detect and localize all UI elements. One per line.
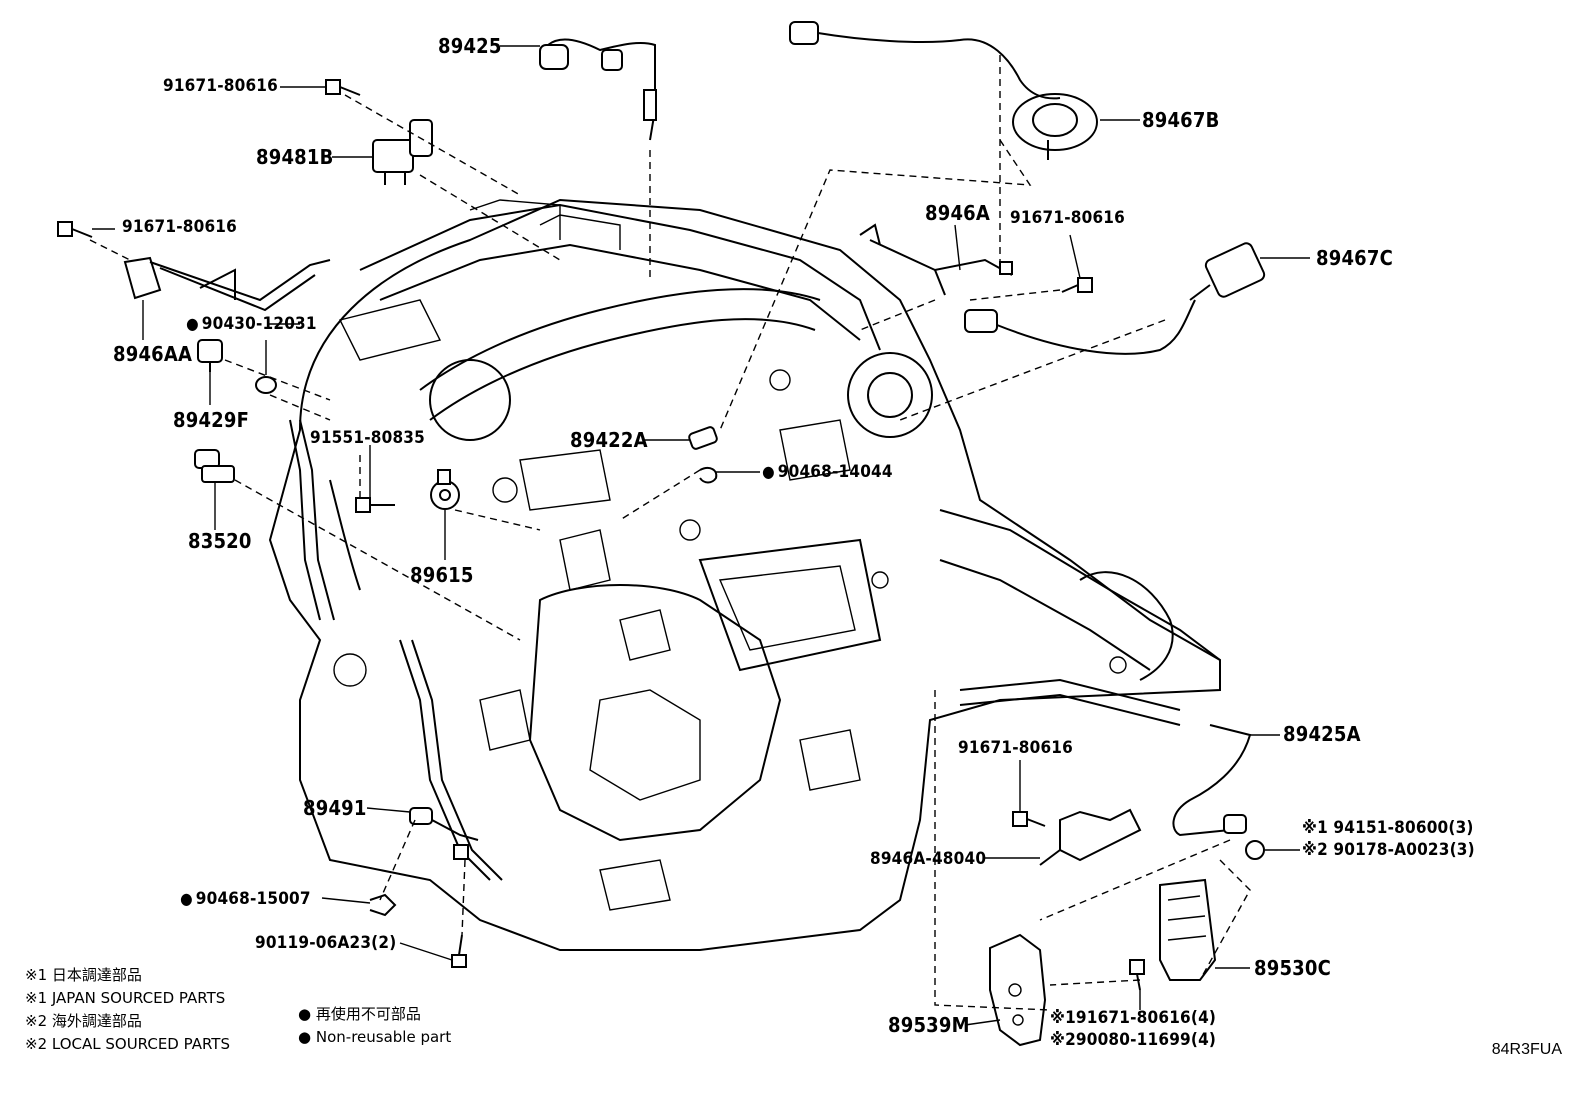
leader-lines (92, 45, 1310, 1026)
non-reusable-dot: ● (298, 1028, 312, 1046)
sensor-89481B-shape (372, 119, 433, 185)
label-89539M[interactable]: 89539M (888, 1013, 970, 1037)
label-90430-12031-text: 90430-12031 (201, 314, 317, 334)
label-89422A[interactable]: 89422A (570, 428, 648, 452)
label-89481B[interactable]: 89481B (256, 145, 334, 169)
legend-nonreusable-en-text: Non-reusable part (315, 1028, 452, 1046)
label-89491[interactable]: 89491 (303, 796, 367, 820)
sensor-89425A-shape (1172, 724, 1252, 837)
label-89429F[interactable]: 89429F (173, 408, 250, 432)
legend-nonreusable-en: ● Non-reusable part (298, 1030, 451, 1045)
sensor-89467B-shape (789, 21, 1098, 160)
bracket-8946A-48040-shape (1039, 808, 1142, 866)
label-90468-15007-text: 90468-15007 (195, 889, 311, 909)
label-91671-80616-c[interactable]: 91671-80616 (1010, 208, 1125, 228)
sensor-89491-shape (409, 807, 479, 860)
label-90468-14044-text: 90468-14044 (777, 462, 893, 482)
label-94151-80600[interactable]: ※1 94151-80600(3) (1302, 818, 1474, 838)
label-90119-06A23[interactable]: 90119-06A23(2) (255, 933, 397, 953)
label-89425[interactable]: 89425 (438, 34, 502, 58)
label-91671-80616-a[interactable]: 91671-80616 (163, 76, 278, 96)
bolt-91671-e-shape (1129, 959, 1145, 991)
non-reusable-dot: ● (762, 462, 775, 481)
label-91671-80616-b[interactable]: 91671-80616 (122, 217, 237, 237)
bolt-91671-c-shape (1061, 277, 1093, 293)
label-91671-80616-d[interactable]: 91671-80616 (958, 738, 1073, 758)
label-89615[interactable]: 89615 (410, 563, 474, 587)
label-89425A[interactable]: 89425A (1283, 722, 1361, 746)
label-90080-11699[interactable]: ※290080-11699(4) (1050, 1030, 1217, 1050)
non-reusable-dot: ● (180, 889, 193, 908)
engine-block (268, 198, 1221, 951)
label-89467B[interactable]: 89467B (1142, 108, 1220, 132)
legend-local-sourced-ja: ※2 海外調達部品 (25, 1012, 142, 1030)
sensor-89425-shape (539, 38, 657, 141)
nut-94151-shape (1245, 840, 1265, 860)
label-90468-14044[interactable]: ●90468-14044 (762, 464, 893, 481)
non-reusable-dot: ● (186, 314, 199, 333)
legend-nonreusable-ja: ● 再使用不可部品 (298, 1007, 421, 1022)
sensor-89422A-shape (688, 426, 718, 484)
bracket-89539M-shape (989, 933, 1047, 1047)
bolt-91671-d-shape (1012, 811, 1046, 827)
clip-90468-15007-shape (369, 893, 397, 917)
legend-japan-sourced-en: ※1 JAPAN SOURCED PARTS (25, 989, 226, 1007)
switch-83520-shape (194, 449, 235, 483)
bolt-91671-a-shape (325, 79, 361, 96)
legend-japan-sourced-ja: ※1 日本調達部品 (25, 966, 142, 984)
label-91671-80616-e[interactable]: ※191671-80616(4) (1050, 1008, 1217, 1028)
label-90468-15007[interactable]: ●90468-15007 (180, 891, 311, 908)
sensor-89615-shape (355, 469, 460, 513)
label-89467C[interactable]: 89467C (1316, 246, 1394, 270)
label-8946A-48040[interactable]: 8946A-48040 (870, 849, 987, 869)
label-90178-A0023[interactable]: ※2 90178-A0023(3) (1302, 840, 1475, 860)
sensor-89429F-shape (197, 339, 223, 372)
sensor-89467C-shape (964, 242, 1266, 355)
dashed-lines (89, 55, 1251, 1011)
label-90430-12031[interactable]: ●90430-12031 (186, 316, 317, 333)
gasket-90430-shape (255, 376, 277, 394)
label-8946AA[interactable]: 8946AA (113, 342, 193, 366)
ecu-89530C-shape (1159, 878, 1217, 981)
label-89530C[interactable]: 89530C (1254, 956, 1332, 980)
bracket-8946A-shape (859, 223, 1013, 296)
diagram-code: 84R3FUA (1491, 1041, 1562, 1058)
legend-nonreusable-ja-text: 再使用不可部品 (315, 1005, 421, 1023)
legend-local-sourced-en: ※2 LOCAL SOURCED PARTS (25, 1035, 230, 1053)
bracket-8946AA-shape (123, 256, 331, 312)
label-83520[interactable]: 83520 (188, 529, 252, 553)
label-8946A[interactable]: 8946A (925, 201, 991, 225)
bolt-90119-shape (451, 934, 467, 968)
non-reusable-dot: ● (298, 1005, 312, 1023)
bolt-91671-b-shape (57, 221, 93, 238)
label-91551-80835[interactable]: 91551-80835 (310, 428, 425, 448)
